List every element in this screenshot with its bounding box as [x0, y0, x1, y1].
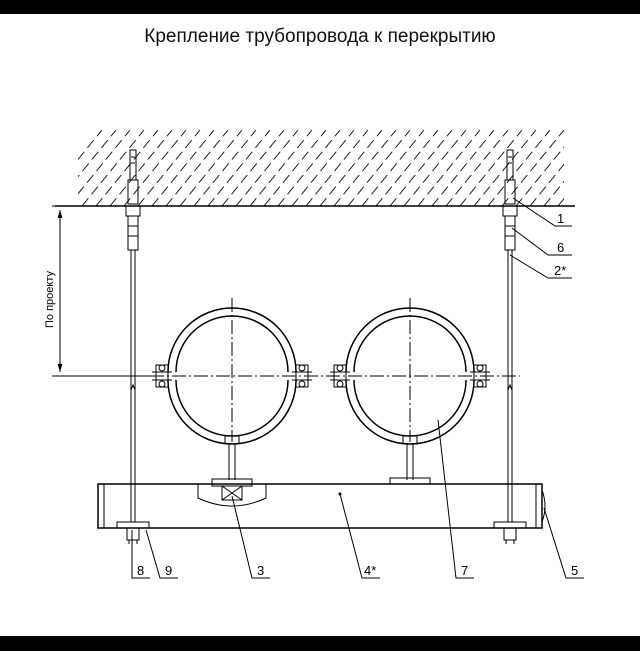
dimension-po-proektu: По проекту [44, 205, 160, 377]
right-threaded-rod [493, 149, 527, 544]
leader-lines [131, 197, 584, 579]
ceiling-slab [55, 130, 640, 207]
callout-2: 2* [554, 263, 566, 278]
hatch-line [431, 130, 495, 206]
hatch-line [263, 130, 327, 206]
hatch-line [445, 130, 509, 206]
callout-6: 6 [557, 240, 564, 255]
hatch-line [109, 130, 173, 206]
hatch-line [235, 130, 299, 206]
hatch-line [123, 130, 187, 206]
callout-9: 9 [165, 563, 172, 578]
hatch-line [417, 130, 481, 206]
hatch-line [333, 130, 397, 206]
hatch-line [319, 130, 383, 206]
hatch-line [459, 130, 523, 206]
hatch-line [501, 130, 564, 206]
hatch-line [305, 130, 369, 206]
hatch-line [487, 130, 551, 206]
callout-7: 7 [461, 563, 468, 578]
hatch-line [277, 130, 341, 206]
hatch-line [81, 130, 145, 206]
callout-3: 3 [257, 563, 264, 578]
hatch-line [137, 130, 201, 206]
callout-8: 8 [137, 563, 144, 578]
left-threaded-rod [116, 149, 150, 544]
hatch-line [207, 130, 271, 206]
hatch-line [543, 180, 564, 206]
hatch-line [361, 130, 425, 206]
hatch-line [221, 130, 285, 206]
support-beam [97, 477, 546, 529]
callout-labels: 1 6 2* 8 9 3 4* 7 5 [137, 211, 578, 578]
hatch-line [403, 130, 467, 206]
hatch-line [78, 130, 117, 178]
center-lines [150, 298, 520, 442]
callout-4: 4* [364, 563, 376, 578]
hatch-line [600, 130, 640, 206]
left-pipe-clamp [152, 307, 312, 480]
hatch-line [572, 130, 634, 206]
hatch-line [375, 130, 439, 206]
hatch-line [179, 130, 243, 206]
hatch-line [614, 130, 640, 206]
hatch-line [78, 130, 103, 161]
hatch-line [347, 130, 411, 206]
right-pipe-clamp [330, 307, 490, 480]
hatch-line [473, 130, 537, 206]
callout-1: 1 [557, 211, 564, 226]
hatch-line [165, 130, 229, 206]
hatch-line [291, 130, 355, 206]
hatch-line [151, 130, 215, 206]
hatch-line [586, 130, 640, 206]
hatch-line [515, 146, 564, 206]
hatch-line [95, 130, 159, 206]
hatch-line [193, 130, 257, 206]
hatch-line [389, 130, 453, 206]
callout-5: 5 [571, 563, 578, 578]
dimension-label: По проекту [44, 271, 56, 328]
hatch-line [249, 130, 313, 206]
hatch-line [78, 130, 131, 195]
hatch-line [529, 163, 564, 206]
drawing-panel [0, 14, 640, 636]
drawing-title: Крепление трубопровода к перекрытию [144, 26, 496, 47]
hatch-line [557, 197, 564, 206]
